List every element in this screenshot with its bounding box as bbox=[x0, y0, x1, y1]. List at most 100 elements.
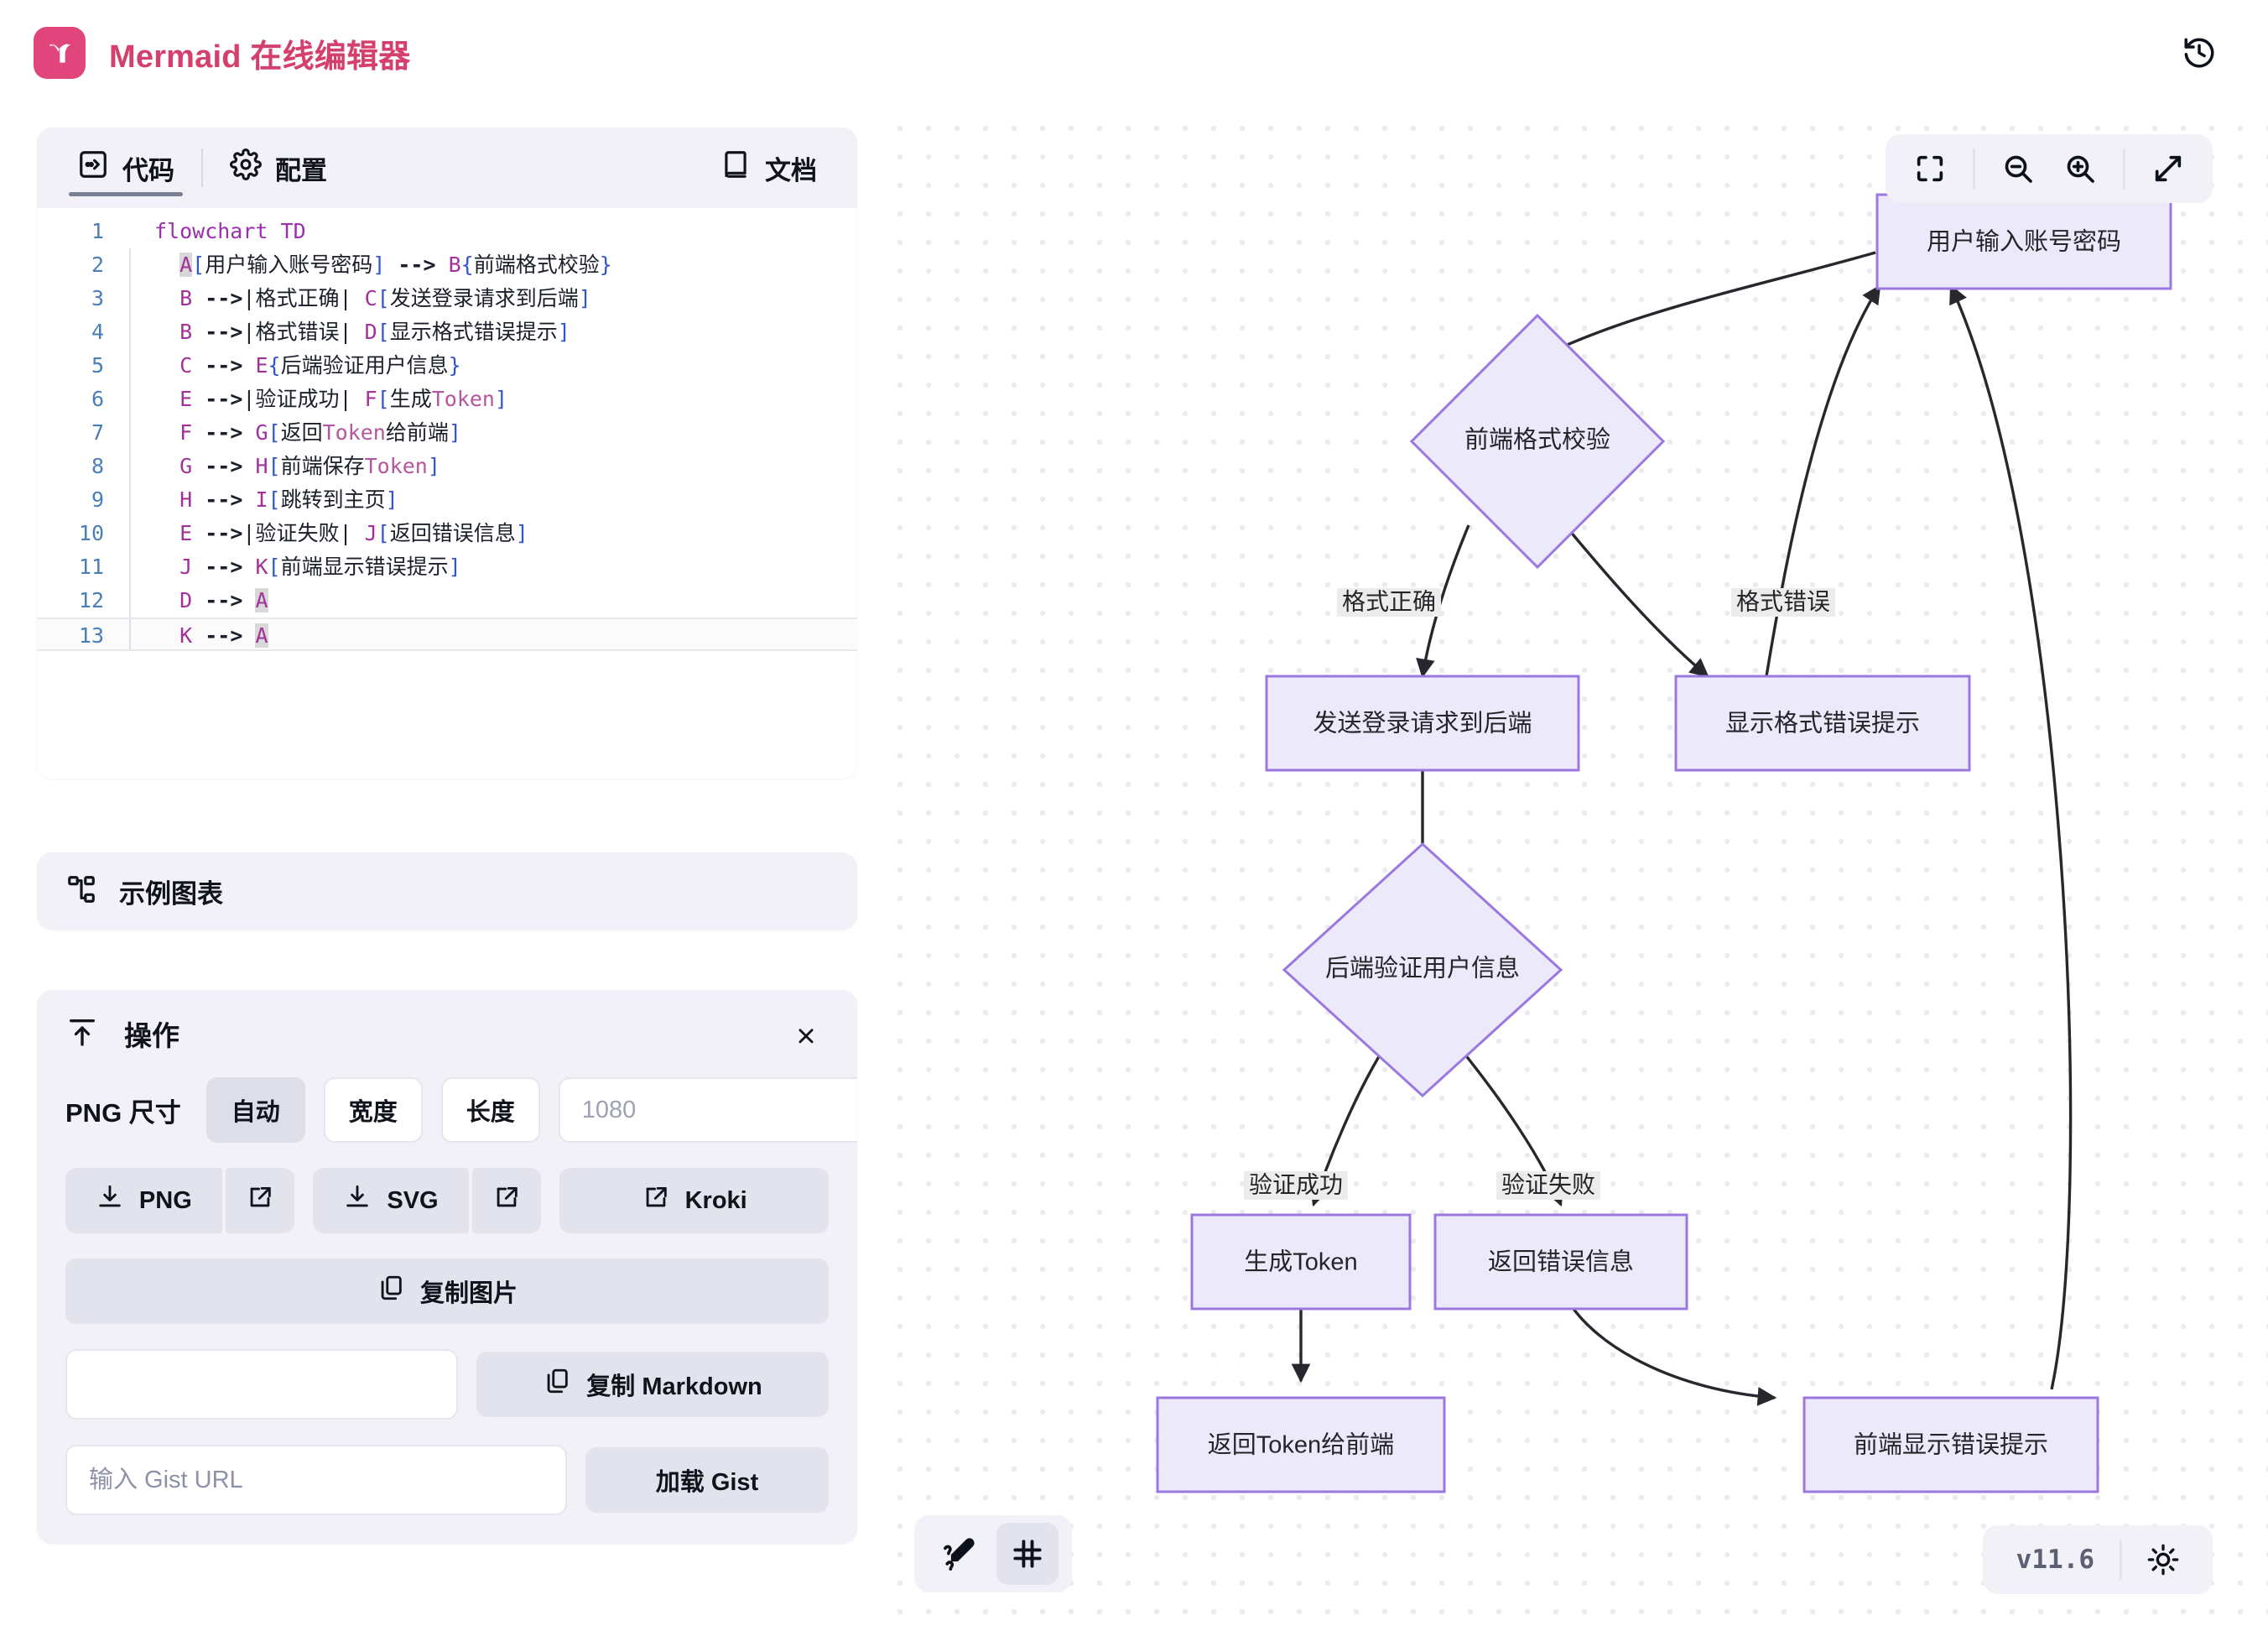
code-text: D --> A bbox=[179, 588, 268, 612]
open-svg-external-button[interactable] bbox=[472, 1168, 542, 1233]
svg-text:后端验证用户信息: 后端验证用户信息 bbox=[1325, 955, 1520, 982]
code-text: B -->|格式正确| C[发送登录请求到后端] bbox=[179, 286, 591, 310]
node-A[interactable]: 用户输入账号密码 bbox=[1875, 193, 2172, 290]
code-line[interactable]: 13 K --> A bbox=[37, 617, 857, 651]
left-panel: 代码 配置 bbox=[37, 128, 857, 1631]
page-title: Mermaid 在线编辑器 bbox=[109, 39, 411, 75]
edge-B-D bbox=[1563, 524, 1709, 678]
actions-card: 操作 PNG 尺寸 自动 宽度 长度 bbox=[37, 990, 857, 1544]
png-size-height[interactable]: 长度 bbox=[440, 1077, 540, 1143]
sun-icon[interactable] bbox=[2135, 1532, 2191, 1587]
svg-text:用户输入账号密码: 用户输入账号密码 bbox=[1927, 228, 2121, 256]
gutter-rule bbox=[129, 282, 131, 315]
line-number: 5 bbox=[91, 353, 104, 378]
tab-docs[interactable]: 文档 bbox=[708, 128, 829, 208]
code-text: H --> I[跳转到主页] bbox=[179, 487, 398, 512]
book-icon bbox=[720, 149, 752, 187]
fit-screen-icon[interactable] bbox=[1901, 139, 1959, 198]
toolbar-divider bbox=[2120, 1540, 2122, 1580]
kroki-label: Kroki bbox=[684, 1186, 747, 1214]
tab-config[interactable]: 配置 bbox=[218, 128, 339, 208]
svg-text:验证失败: 验证失败 bbox=[1501, 1171, 1595, 1197]
grid-icon[interactable] bbox=[996, 1523, 1059, 1585]
code-line[interactable]: 12 D --> A bbox=[37, 584, 857, 617]
node-C[interactable]: 发送登录请求到后端 bbox=[1265, 675, 1580, 772]
external-link-icon bbox=[246, 1183, 274, 1218]
zoom-out-icon[interactable] bbox=[1989, 139, 2047, 198]
code-text: E -->|验证失败| J[返回错误信息] bbox=[179, 521, 528, 545]
header-actions bbox=[2172, 26, 2226, 80]
open-png-external-button[interactable] bbox=[225, 1168, 294, 1233]
node-G[interactable]: 返回Token给前端 bbox=[1156, 1396, 1446, 1493]
png-size-input[interactable] bbox=[558, 1077, 857, 1143]
download-icon bbox=[96, 1183, 124, 1218]
code-line[interactable]: 2 A[用户输入账号密码] --> B{前端格式校验} bbox=[37, 248, 857, 282]
code-line[interactable]: 6 E -->|验证成功| F[生成Token] bbox=[37, 383, 857, 416]
png-size-width[interactable]: 宽度 bbox=[323, 1077, 423, 1143]
line-number: 6 bbox=[91, 387, 104, 411]
gutter-rule bbox=[129, 349, 131, 383]
brand: Mermaid 在线编辑器 bbox=[34, 27, 410, 79]
code-line[interactable]: 3 B -->|格式正确| C[发送登录请求到后端] bbox=[37, 282, 857, 315]
code-icon bbox=[77, 149, 109, 187]
code-line[interactable]: 10 E -->|验证失败| J[返回错误信息] bbox=[37, 517, 857, 550]
node-B[interactable]: 前端格式校验 bbox=[1409, 313, 1666, 570]
code-text: B -->|格式错误| D[显示格式错误提示] bbox=[179, 320, 570, 344]
kroki-button[interactable]: Kroki bbox=[559, 1168, 830, 1233]
gist-url-input[interactable] bbox=[65, 1445, 567, 1515]
download-svg-button[interactable]: SVG bbox=[312, 1168, 470, 1233]
line-number: 1 bbox=[91, 219, 104, 243]
expand-diagonal-icon[interactable] bbox=[2139, 139, 2198, 198]
gutter-rule bbox=[129, 215, 131, 248]
node-K[interactable]: 前端显示错误提示 bbox=[1802, 1396, 2099, 1493]
edge-label-geshi-cuowu: 格式错误 bbox=[1731, 588, 1835, 617]
copy-markdown-button[interactable]: 复制 Markdown bbox=[476, 1352, 829, 1417]
copy-image-button[interactable]: 复制图片 bbox=[65, 1258, 829, 1324]
zoom-in-icon[interactable] bbox=[2051, 139, 2109, 198]
edge-D-A bbox=[1765, 284, 1881, 677]
code-line[interactable]: 5 C --> E{后端验证用户信息} bbox=[37, 349, 857, 383]
edge-K-A bbox=[1949, 284, 2073, 1390]
gutter-rule bbox=[129, 550, 131, 584]
tab-code[interactable]: 代码 bbox=[65, 128, 186, 208]
tab-divider bbox=[201, 149, 203, 187]
node-E[interactable]: 后端验证用户信息 bbox=[1282, 842, 1563, 1098]
line-number: 13 bbox=[78, 623, 104, 648]
gutter-rule bbox=[129, 450, 131, 483]
svg-text:格式正确: 格式正确 bbox=[1342, 588, 1436, 614]
pencil-sketch-icon[interactable] bbox=[928, 1523, 990, 1585]
actions-header[interactable]: 操作 bbox=[37, 990, 857, 1077]
diagram-pane[interactable]: 格式正确 格式错误 验证成功 验证失败 用户输入账号密码 前端格式校验 发送登录… bbox=[877, 106, 2268, 1631]
tab-docs-label: 文档 bbox=[765, 155, 817, 185]
code-line[interactable]: 7 F --> G[返回Token给前端] bbox=[37, 416, 857, 450]
version-theme-bar: v11.6 bbox=[1982, 1525, 2213, 1594]
chevron-expand-icon[interactable] bbox=[783, 1011, 829, 1056]
png-size-row: PNG 尺寸 自动 宽度 长度 bbox=[37, 1077, 857, 1143]
gutter-rule bbox=[129, 416, 131, 450]
code-line[interactable]: 11 J --> K[前端显示错误提示] bbox=[37, 550, 857, 584]
node-J[interactable]: 返回错误信息 bbox=[1433, 1213, 1688, 1311]
diagram-tools-toolbar bbox=[914, 1515, 1072, 1592]
copy-markdown-row: 复制 Markdown bbox=[37, 1349, 857, 1420]
png-size-label: PNG 尺寸 bbox=[65, 1097, 181, 1128]
node-D[interactable]: 显示格式错误提示 bbox=[1674, 675, 1971, 772]
history-icon[interactable] bbox=[2172, 26, 2226, 80]
png-export-group: PNG bbox=[65, 1168, 294, 1233]
code-line[interactable]: 9 H --> I[跳转到主页] bbox=[37, 483, 857, 517]
sample-diagrams-button[interactable]: 示例图表 bbox=[37, 852, 857, 930]
download-png-button[interactable]: PNG bbox=[65, 1168, 222, 1233]
code-line[interactable]: 8 G --> H[前端保存Token] bbox=[37, 450, 857, 483]
line-number: 4 bbox=[91, 320, 104, 344]
download-png-label: PNG bbox=[138, 1186, 192, 1214]
markdown-input[interactable] bbox=[65, 1349, 458, 1420]
code-line[interactable]: 4 B -->|格式错误| D[显示格式错误提示] bbox=[37, 315, 857, 349]
line-number: 8 bbox=[91, 454, 104, 478]
edge-A-B bbox=[1537, 251, 1876, 359]
editor-tabbar: 代码 配置 bbox=[37, 128, 857, 208]
png-size-auto[interactable]: 自动 bbox=[205, 1077, 305, 1143]
node-F[interactable]: 生成Token bbox=[1190, 1213, 1412, 1311]
load-gist-button[interactable]: 加载 Gist bbox=[585, 1447, 829, 1513]
